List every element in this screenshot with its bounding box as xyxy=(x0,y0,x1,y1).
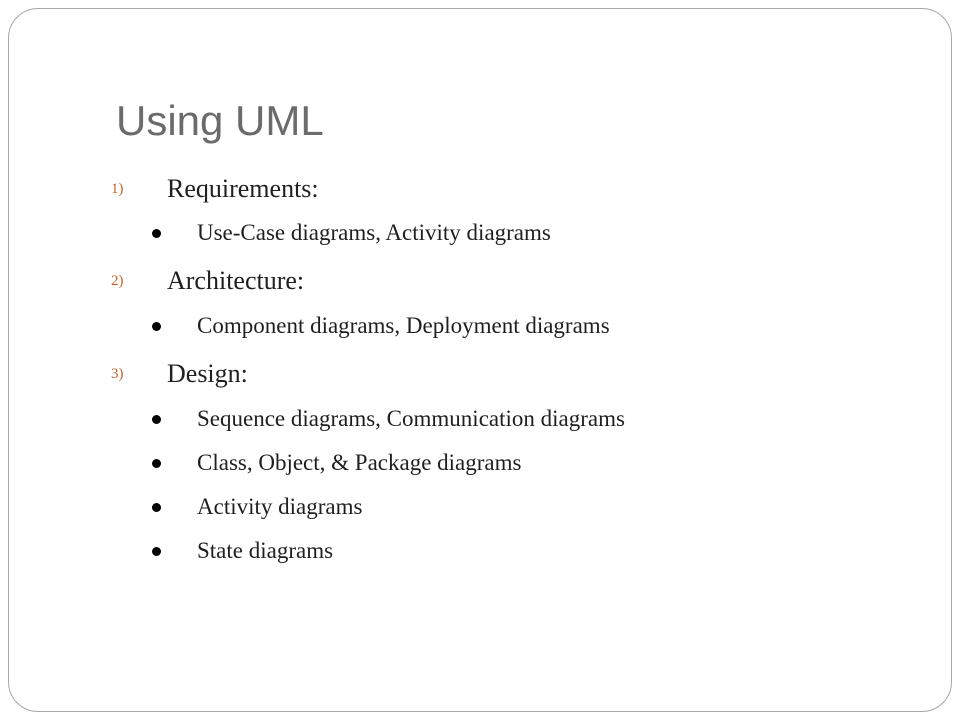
list-number: 2) xyxy=(111,272,124,289)
bullet-dot-icon xyxy=(152,414,161,424)
list-number: 3) xyxy=(111,365,124,382)
bullet-dot-icon xyxy=(152,228,161,238)
slide-title: Using UML xyxy=(116,97,324,144)
slide: Using UML 1) Requirements: Use-Case diag… xyxy=(8,8,952,712)
bullet-dot-icon xyxy=(152,546,161,556)
list-item-text: Architecture: xyxy=(167,266,305,295)
list-number: 1) xyxy=(111,180,124,197)
list-item-text: Requirements: xyxy=(167,174,319,203)
sub-item-text: Sequence diagrams, Communication diagram… xyxy=(197,406,625,431)
bullet-dot-icon xyxy=(152,502,161,512)
bullet-dot-icon xyxy=(152,321,161,331)
bullet-dot-icon xyxy=(152,458,161,468)
sub-item-text: Activity diagrams xyxy=(197,494,363,519)
sub-item-text: State diagrams xyxy=(197,538,334,563)
sub-item-text: Component diagrams, Deployment diagrams xyxy=(197,313,610,338)
sub-item-text: Class, Object, & Package diagrams xyxy=(197,450,522,475)
list-item-text: Design: xyxy=(167,359,248,388)
sub-item-text: Use-Case diagrams, Activity diagrams xyxy=(197,220,551,245)
